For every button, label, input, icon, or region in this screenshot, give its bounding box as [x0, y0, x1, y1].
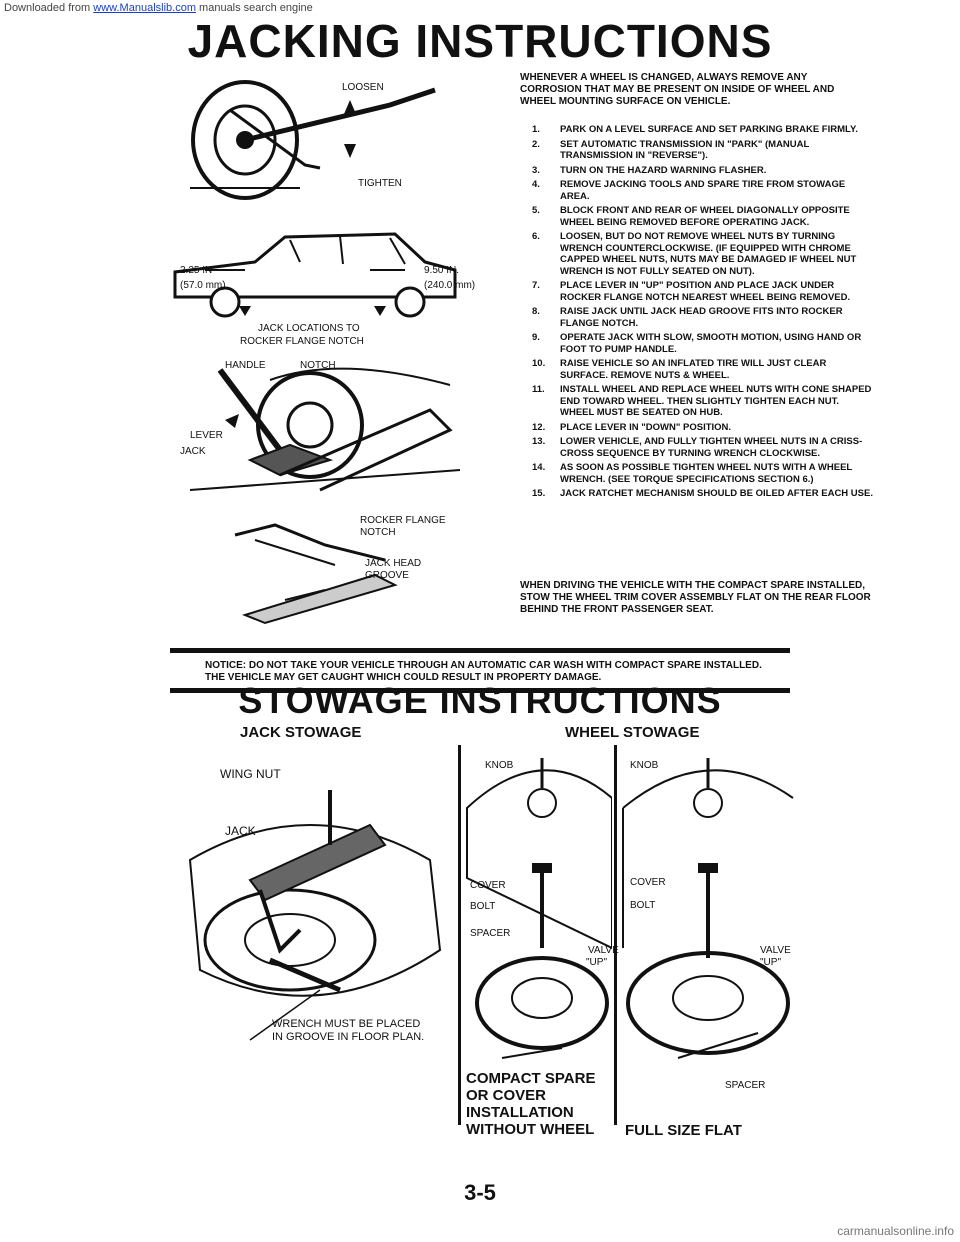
wrench-note-line2: IN GROOVE IN FLOOR PLAN. [272, 1031, 425, 1043]
valve-up-label-full: "UP" [760, 957, 781, 968]
cover-label-full: COVER [630, 877, 666, 888]
download-banner: Downloaded from www.Manualslib.com manua… [4, 2, 313, 14]
loosen-label: LOOSEN [342, 82, 384, 93]
valve-up-label-compact: "UP" [586, 957, 607, 968]
list-item: 9.OPERATE JACK WITH SLOW, SMOOTH MOTION,… [532, 332, 862, 355]
list-item: 11.INSTALL WHEEL AND REPLACE WHEEL NUTS … [532, 384, 872, 418]
tighten-label: TIGHTEN [358, 178, 402, 189]
list-item: 2.SET AUTOMATIC TRANSMISSION IN "PARK" (… [532, 138, 810, 162]
car-wash-notice: NOTICE: DO NOT TAKE YOUR VEHICLE THROUGH… [205, 660, 762, 683]
left-column-bar [458, 745, 461, 1125]
list-item: 15.JACK RATCHET MECHANISM SHOULD BE OILE… [532, 488, 873, 499]
jack-operation-illustration [189, 367, 461, 492]
full-size-flat-caption: FULL SIZE FLAT [625, 1122, 742, 1139]
rear-dimension-in: 9.50 IN. [424, 265, 460, 276]
list-item: 12.PLACE LEVER IN "DOWN" POSITION. [532, 421, 732, 433]
jack-stowage-heading: JACK STOWAGE [240, 724, 362, 741]
bolt-label-compact: BOLT [470, 901, 496, 912]
page-number: 3-5 [464, 1180, 496, 1205]
compact-spare-illustration [466, 758, 612, 1059]
rocker-notch-label: ROCKER FLANGE NOTCH [240, 336, 364, 347]
rocker-flange-label: ROCKER FLANGE [360, 515, 446, 526]
jack-label: JACK [180, 446, 206, 457]
rear-dimension-mm: (240.0 mm) [424, 280, 476, 291]
lever-label: LEVER [190, 430, 223, 441]
list-item: 8.RAISE JACK UNTIL JACK HEAD GROOVE FITS… [532, 306, 843, 329]
valve-label-full: VALVE [760, 945, 791, 956]
rocker-flange-notch-label: NOTCH [360, 527, 396, 538]
list-item: 6.LOOSEN, BUT DO NOT REMOVE WHEEL NUTS B… [532, 231, 857, 277]
compact-spare-caption: COMPACT SPARE OR COVER INSTALLATION WITH… [466, 1070, 596, 1138]
spacer-label-compact: SPACER [470, 928, 511, 939]
list-item: 3.TURN ON THE HAZARD WARNING FLASHER. [532, 164, 767, 176]
full-size-flat-illustration [622, 758, 794, 1059]
car-jack-locations-illustration [173, 232, 457, 318]
intro-paragraph: WHENEVER A WHEEL IS CHANGED, ALWAYS REMO… [520, 72, 835, 107]
wheel-stowage-heading: WHEEL STOWAGE [565, 724, 700, 741]
jack-stowage-illustration [188, 790, 442, 1041]
knob-label-full: KNOB [630, 760, 659, 771]
stowage-title: STOWAGE INSTRUCTIONS [238, 680, 722, 721]
valve-label-compact: VALVE [588, 945, 619, 956]
page-title: JACKING INSTRUCTIONS [187, 15, 773, 67]
divider-bottom [170, 688, 790, 693]
jack-locations-label: JACK LOCATIONS TO [258, 323, 360, 334]
wing-nut-label: WING NUT [220, 767, 281, 781]
footer-watermark: carmanualsonline.info [837, 1224, 954, 1238]
front-dimension-mm: (57.0 mm) [180, 280, 226, 291]
list-item: 14.AS SOON AS POSSIBLE TIGHTEN WHEEL NUT… [532, 462, 853, 485]
wheel-wrench-illustration [190, 80, 436, 200]
compact-spare-note: WHEN DRIVING THE VEHICLE WITH THE COMPAC… [520, 580, 871, 615]
spacer-label-full: SPACER [725, 1080, 766, 1091]
knob-label-compact: KNOB [485, 760, 514, 771]
notch-label: NOTCH [300, 360, 336, 371]
list-item: 5.BLOCK FRONT AND REAR OF WHEEL DIAGONAL… [532, 205, 850, 228]
banner-prefix: Downloaded from [4, 2, 91, 14]
list-item: 13.LOWER VEHICLE, AND FULLY TIGHTEN WHEE… [532, 436, 863, 459]
banner-suffix: manuals search engine [199, 2, 313, 14]
list-item: 4.REMOVE JACKING TOOLS AND SPARE TIRE FR… [532, 179, 846, 202]
list-item: 7.PLACE LEVER IN "UP" POSITION AND PLACE… [532, 280, 851, 303]
wrench-note-line1: WRENCH MUST BE PLACED [272, 1018, 421, 1030]
cover-label-compact: COVER [470, 880, 506, 891]
list-item: 1.PARK ON A LEVEL SURFACE AND SET PARKIN… [532, 124, 858, 135]
list-item: 10.RAISE VEHICLE SO AN INFLATED TIRE WIL… [532, 358, 827, 381]
divider-top [170, 648, 790, 653]
bolt-label-full: BOLT [630, 900, 656, 911]
rocker-flange-detail-illustration [234, 523, 398, 625]
manualslib-link[interactable]: www.Manualslib.com [93, 2, 196, 14]
handle-label: HANDLE [225, 360, 266, 371]
jack-stowage-jack-label: JACK [225, 824, 256, 838]
groove-label: GROOVE [365, 570, 409, 581]
jack-head-label: JACK HEAD [365, 558, 422, 569]
right-column-bar [614, 745, 617, 1125]
front-dimension-in: 2.25 IN [180, 265, 213, 276]
jacking-steps-list: 1.PARK ON A LEVEL SURFACE AND SET PARKIN… [520, 124, 875, 503]
